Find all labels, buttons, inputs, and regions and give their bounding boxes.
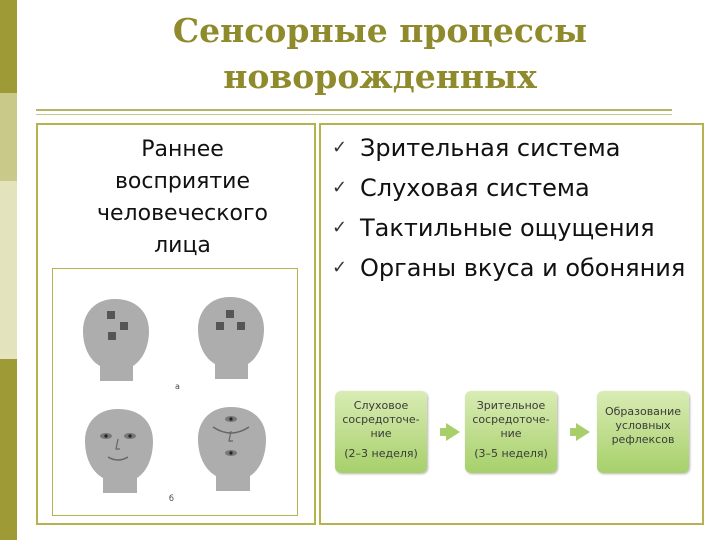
check-icon: ✓ <box>332 217 348 238</box>
flow-period: (3–5 неделя) <box>474 447 548 460</box>
list-item-text: Слуховая система <box>360 174 590 202</box>
flow-step-auditory: Слуховое сосредоточе- ние (2–3 неделя) <box>335 391 427 473</box>
list-item-text: Зрительная система <box>360 134 621 162</box>
list-item: ✓ Тактильные ощущения <box>330 212 710 244</box>
flow-arrow-stem <box>440 428 446 436</box>
flow-line: ние <box>500 427 522 440</box>
title-line-2: новорожденных <box>223 57 537 96</box>
flow-line: Образование <box>604 405 682 418</box>
sensory-systems-list: ✓ Зрительная система ✓ Слуховая система ✓ Т… <box>330 132 710 292</box>
check-icon: ✓ <box>332 257 348 278</box>
left-panel-frame <box>36 123 316 525</box>
side-strip-bottom <box>0 359 17 540</box>
flow-line: рефлексов <box>611 433 675 446</box>
flow-line: Зрительное <box>476 399 546 412</box>
title-divider-thin <box>36 114 672 115</box>
side-strip-top <box>0 0 17 93</box>
figure-label-a: а <box>175 382 180 391</box>
slide-title: Сенсорные процессы новорожденных <box>40 8 720 100</box>
face-figure: а б <box>52 268 298 516</box>
flow-step-visual: Зрительное сосредоточе- ние (3–5 неделя) <box>465 391 557 473</box>
flow-line: Слуховое <box>353 399 409 412</box>
check-icon: ✓ <box>332 177 348 198</box>
schematic-face-features-1 <box>85 409 153 493</box>
schematic-face-squares-1 <box>83 299 149 381</box>
list-item-text: Тактильные ощущения <box>360 214 655 242</box>
side-strip-lower-mid <box>0 181 17 359</box>
list-item-text: Органы вкуса и обоняния <box>360 254 686 282</box>
flow-line: ние <box>370 427 392 440</box>
face-figure-illustration: а б <box>83 297 266 503</box>
flow-line: сосредоточе- <box>342 413 420 426</box>
figure-label-b: б <box>169 494 174 503</box>
list-item: ✓ Зрительная система <box>330 132 710 164</box>
figure-caption: Раннее восприятие человеческого лица <box>60 134 305 262</box>
flow-line: сосредоточе- <box>472 413 550 426</box>
side-strip-upper-mid <box>0 93 17 181</box>
caption-line: восприятие <box>114 169 251 194</box>
check-icon: ✓ <box>332 137 348 158</box>
flow-line: условных <box>615 419 671 432</box>
title-line-1: Сенсорные процессы <box>172 11 588 50</box>
schematic-face-squares-2 <box>198 297 264 379</box>
caption-line: Раннее <box>141 137 224 162</box>
caption-line: человеческого <box>97 201 268 226</box>
schematic-face-features-2 <box>198 407 266 491</box>
arrow-right-icon <box>576 423 590 441</box>
list-item: ✓ Органы вкуса и обоняния <box>330 252 710 284</box>
title-divider <box>36 109 672 111</box>
arrow-right-icon <box>446 423 460 441</box>
caption-line: лица <box>154 233 211 258</box>
flow-arrow-stem <box>570 428 576 436</box>
right-panel-frame <box>319 123 704 525</box>
flow-step-reflexes: Образование условных рефлексов <box>597 391 689 473</box>
flow-period: (2–3 неделя) <box>344 447 418 460</box>
list-item: ✓ Слуховая система <box>330 172 710 204</box>
